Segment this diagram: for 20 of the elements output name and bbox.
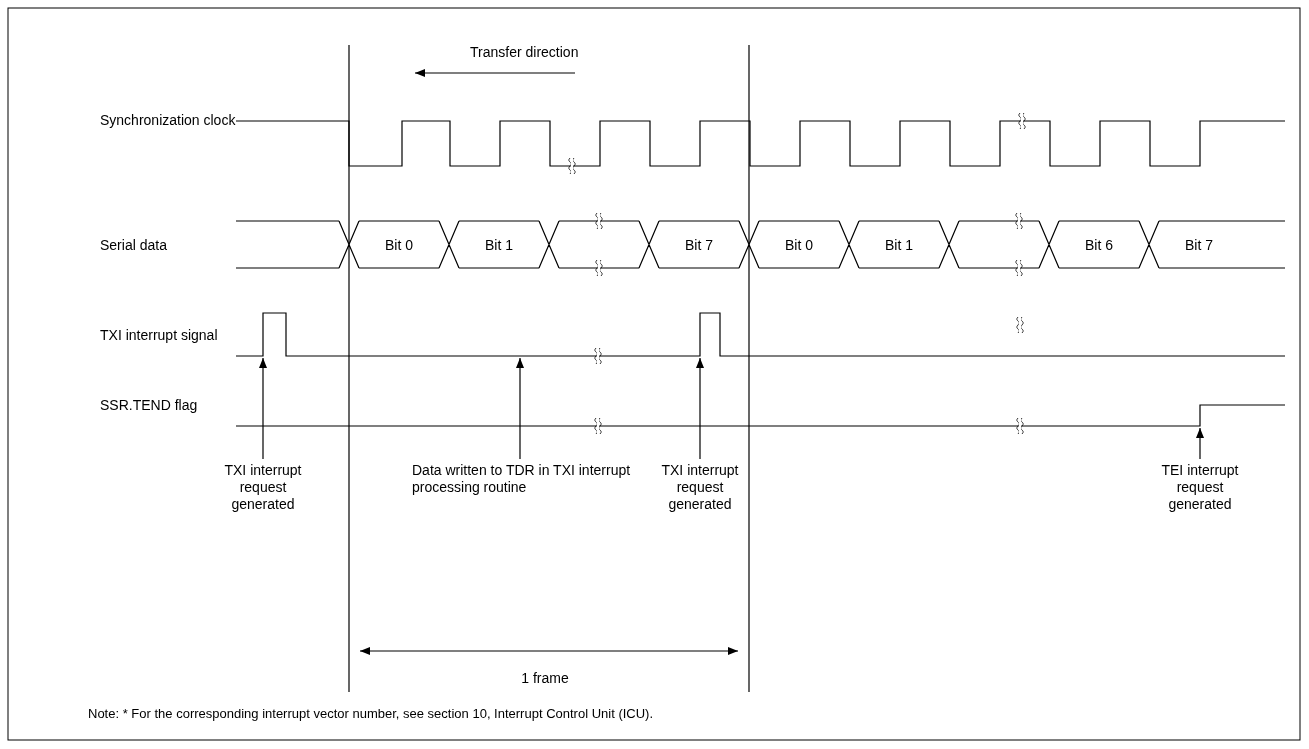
signal-name: Synchronization clock [100, 112, 237, 129]
bit-label: Bit 0 [384, 237, 414, 254]
leader-arrow [696, 357, 704, 460]
note-text: Note: * For the corresponding interrupt vector number, see section 10, Interrupt Control Unit (ICU). [88, 705, 654, 722]
bit-label: Bit 1 [484, 237, 514, 254]
bit-label: Bit 7 [684, 237, 714, 254]
leader-arrow [259, 357, 267, 460]
bit-label: Bit 7 [1184, 237, 1214, 254]
annotation-text: TXI interrupt request generated [208, 462, 318, 513]
signal-name: SSR.TEND flag [100, 397, 199, 414]
bit-label: Bit 1 [884, 237, 914, 254]
dimension-label: 1 frame [520, 670, 570, 687]
bit-label: Bit 6 [1084, 237, 1114, 254]
leader-arrow [1196, 427, 1204, 460]
bit-label: Bit 0 [784, 237, 814, 254]
leader-arrow [516, 357, 524, 460]
heading-label: Transfer direction [470, 44, 580, 61]
signal-name: Serial data [100, 237, 168, 254]
annotation-text: TEI interrupt request generated [1145, 462, 1255, 513]
signal-name: TXI interrupt signal [100, 327, 219, 344]
